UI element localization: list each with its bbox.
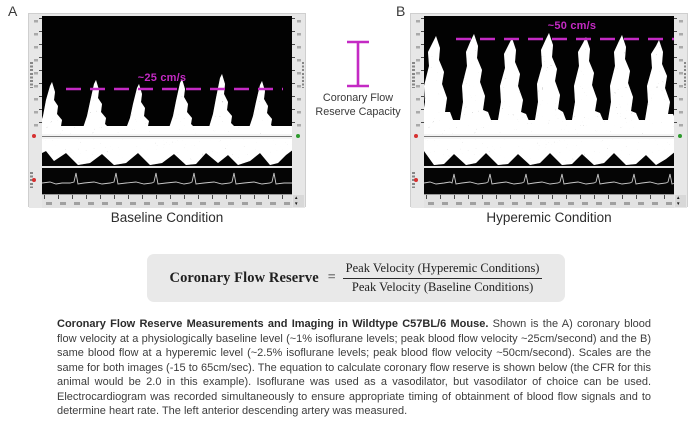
panel-a-caption: Baseline Condition xyxy=(110,210,224,225)
axis-tick-labels xyxy=(416,20,420,130)
time-axis-strip-b xyxy=(424,194,676,208)
doppler-main-panel-b: ~50 cm/s xyxy=(424,16,676,134)
time-ticks xyxy=(44,195,292,199)
velocity-axis-label xyxy=(683,62,686,88)
doppler-waveform-a xyxy=(42,74,294,134)
ecg-marker-red-icon xyxy=(32,178,36,182)
fraction-numerator: Peak Velocity (Hyperemic Conditions) xyxy=(342,261,543,279)
cfr-capacity-label: Coronary Flow Reserve Capacity xyxy=(302,92,414,119)
baseline-marker-green-icon xyxy=(678,134,682,138)
down-arrow-icon: ▼ xyxy=(676,200,681,206)
panel-b-letter: B xyxy=(396,3,406,19)
panel-a-letter: A xyxy=(8,3,18,19)
panel-b-caption: Hyperemic Condition xyxy=(486,210,612,225)
velocity-axis-label xyxy=(30,62,33,88)
ecg-axis-label xyxy=(30,172,33,188)
axis-ticks xyxy=(292,18,295,132)
doppler-image-b: ~50 cm/s xyxy=(410,13,688,208)
equation-box: Coronary Flow Reserve = Peak Velocity (H… xyxy=(147,254,565,302)
peak-velocity-label-b: ~50 cm/s xyxy=(547,20,597,32)
reverse-flow-panel-b xyxy=(424,139,676,166)
equation-lhs: Coronary Flow Reserve xyxy=(169,269,319,286)
time-scale-stepper-a: ▲ ▼ xyxy=(293,195,304,207)
cfr-capacity-label-line1: Coronary Flow xyxy=(322,92,394,104)
ecg-axis-label xyxy=(412,172,415,188)
axis-tick-labels xyxy=(297,20,301,130)
baseline-band-b xyxy=(424,134,676,139)
time-axis-strip-a xyxy=(42,194,294,208)
ecg-trace-b xyxy=(424,173,676,185)
baseline-band-a xyxy=(42,134,294,139)
equation-fraction: Peak Velocity (Hyperemic Conditions) Pea… xyxy=(342,261,543,295)
doppler-image-a: ~25 cm/s xyxy=(28,13,306,208)
reverse-flow-panel-a xyxy=(42,139,294,166)
axis-ticks xyxy=(674,18,677,132)
baseline-line xyxy=(42,135,294,138)
peak-velocity-label-a: ~25 cm/s xyxy=(137,72,187,84)
up-arrow-icon: ▲ xyxy=(294,195,299,200)
time-ticks xyxy=(426,195,674,199)
equals-sign: = xyxy=(327,270,336,285)
cfr-capacity-label-line2: Reserve Capacity xyxy=(315,105,401,118)
axis-ticks xyxy=(421,18,424,132)
ecg-marker-red-icon xyxy=(414,178,418,182)
velocity-axis-strip-left-a xyxy=(29,14,42,208)
axis-tick-labels xyxy=(679,20,683,130)
cfr-capacity-bracket-icon xyxy=(347,40,369,88)
figure-caption: Coronary Flow Reserve Measurements and I… xyxy=(57,317,651,419)
doppler-main-panel-a: ~25 cm/s xyxy=(42,16,294,134)
velocity-axis-strip-right-a: ▲ ▼ xyxy=(292,14,305,208)
ecg-panel-a xyxy=(42,168,294,194)
velocity-axis-strip-right-b: ▲ ▼ xyxy=(674,14,687,208)
velocity-axis-label xyxy=(301,62,304,88)
velocity-axis-label xyxy=(412,62,415,88)
axis-tick-labels xyxy=(34,20,38,130)
caption-body: Shown is the A) coronary blood flow velo… xyxy=(57,318,651,418)
axis-ticks xyxy=(39,18,42,132)
time-scale-stepper-b: ▲ ▼ xyxy=(675,195,686,207)
baseline-marker-green-icon xyxy=(296,134,300,138)
up-arrow-icon: ▲ xyxy=(676,195,681,200)
baseline-marker-red-icon xyxy=(414,134,418,138)
panel-gap xyxy=(424,166,676,168)
time-tick-labels xyxy=(428,202,672,205)
baseline-line xyxy=(424,135,676,138)
doppler-waveform-b xyxy=(424,33,676,134)
time-tick-labels xyxy=(46,202,290,205)
down-arrow-icon: ▼ xyxy=(294,200,299,206)
baseline-marker-red-icon xyxy=(32,134,36,138)
ecg-trace-a xyxy=(42,172,294,185)
panel-gap xyxy=(42,166,294,168)
fraction-denominator: Peak Velocity (Baseline Conditions) xyxy=(351,279,534,294)
caption-bold: Coronary Flow Reserve Measurements and I… xyxy=(57,318,489,330)
velocity-axis-strip-left-b xyxy=(411,14,424,208)
ecg-panel-b xyxy=(424,168,676,194)
